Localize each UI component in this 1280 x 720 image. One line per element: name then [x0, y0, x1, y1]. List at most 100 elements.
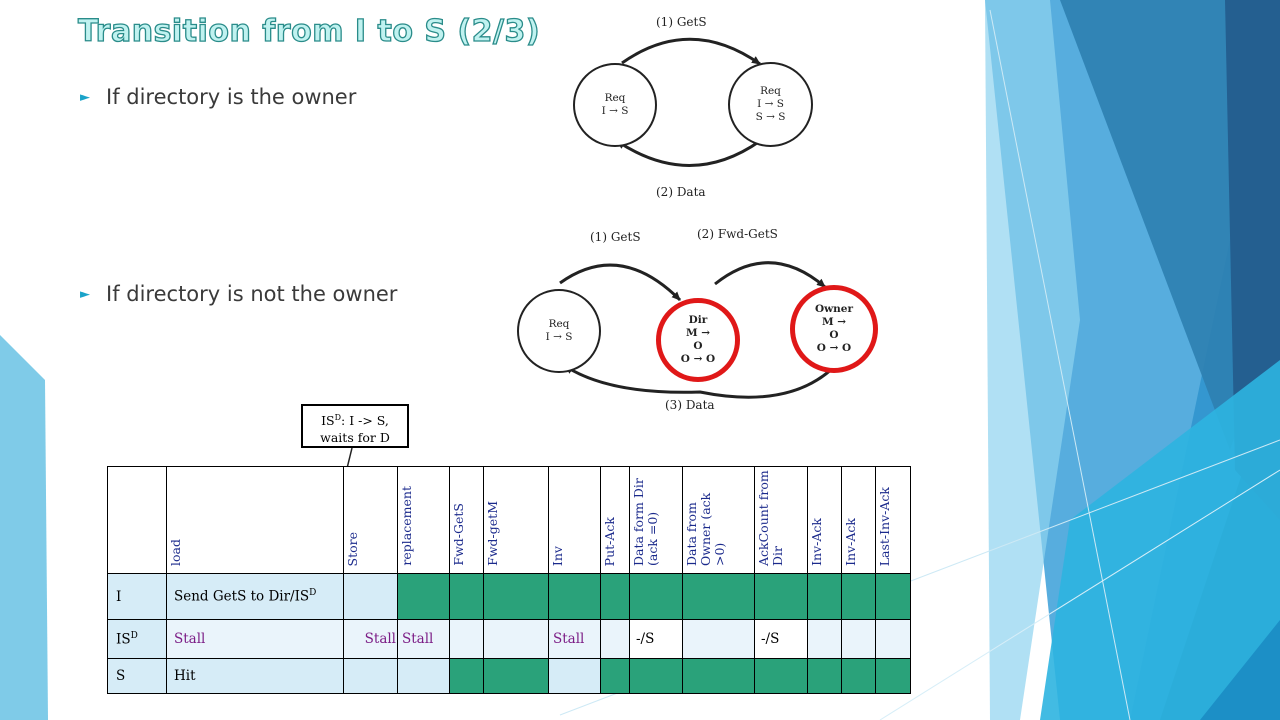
bullet-arrow-icon: ►: [80, 90, 90, 105]
table-header-row: load Store replacement Fwd-GetS Fwd-getM…: [107, 466, 911, 574]
header-store: Store: [343, 466, 398, 574]
cell-I-put-ack: [600, 573, 630, 620]
cell-ISD-put-ack: [600, 619, 630, 659]
cell-S-fwd-getm: [483, 658, 549, 694]
cell-ISD-fwd-getm: [483, 619, 549, 659]
cell-I-data-dir: [629, 573, 683, 620]
header-inv-ack: Inv-Ack: [807, 466, 842, 574]
callout-isd: ISD: I -> S, waits for D: [301, 404, 409, 448]
node-text: S → S: [755, 111, 786, 123]
cell-ISD-replacement: Stall: [397, 619, 450, 659]
cell-I-ackcount: [754, 573, 808, 620]
node-text: O → O: [680, 353, 716, 365]
label-gets-bottom: (1) GetS: [590, 230, 641, 244]
row-label-I: I: [107, 573, 167, 620]
label-fwd-gets: (2) Fwd-GetS: [697, 227, 778, 241]
cell-ISD-data-dir: -/S: [629, 619, 683, 659]
header-load: load: [166, 466, 344, 574]
header-replacement: replacement: [397, 466, 450, 574]
cell-I-inv: [548, 573, 601, 620]
header-last-inv-ack: Last-Inv-Ack: [875, 466, 911, 574]
cell-S-store: [343, 658, 398, 694]
bg-line: [879, 469, 1280, 720]
bullet-arrow-icon: ►: [80, 287, 90, 302]
arrow-gets-bottom: [559, 263, 682, 302]
cell-I-replacement: [397, 573, 450, 620]
header-ackcount: AckCount from Dir: [754, 466, 808, 574]
bg-line: [989, 9, 1131, 720]
cell-S-inv-ack: [807, 658, 842, 694]
cell-ISD-data-owner: [682, 619, 755, 659]
node-text: M →: [821, 316, 847, 328]
state-transition-table: load Store replacement Fwd-GetS Fwd-getM…: [107, 466, 911, 694]
cell-ISD-ackcount: -/S: [754, 619, 808, 659]
node-text: M →: [685, 327, 711, 339]
cell-S-data-owner: [682, 658, 755, 694]
slide-title: Transition from I to S (2/3): [77, 13, 541, 49]
cell-S-inv: [548, 658, 601, 694]
node-text: Dir: [688, 314, 708, 326]
header-put-ack: Put-Ack: [600, 466, 630, 574]
header-data-from-dir: Data form Dir (ack =0): [629, 466, 683, 574]
bg-shape-cyan: [1040, 360, 1280, 720]
cell-S-data-dir: [629, 658, 683, 694]
node-text: I → S: [757, 98, 784, 110]
table-row-S: S Hit: [107, 658, 911, 694]
cell-I-last-inv-ack: [875, 573, 911, 620]
callout-line2: waits for D: [320, 430, 390, 446]
cell-I-inv-ack-2: [841, 573, 876, 620]
node-text: I → S: [601, 105, 629, 117]
node-text: Owner: [814, 303, 854, 315]
cell-I-fwd-getm: [483, 573, 549, 620]
node-text: Req: [604, 92, 626, 104]
cell-I-fwd-gets: [449, 573, 484, 620]
cell-I-data-owner: [682, 573, 755, 620]
table-row-ISD: ISD Stall Stall Stall Stall -/S -/S: [107, 619, 911, 659]
cell-ISD-fwd-gets: [449, 619, 484, 659]
table-row-I: I Send GetS to Dir/ISD: [107, 573, 911, 620]
row-label-ISD: ISD: [107, 619, 167, 659]
callout-state: IS: [321, 413, 335, 429]
bullet-directory-owner: ► If directory is the owner: [80, 85, 356, 109]
bullet-text: If directory is the owner: [106, 85, 357, 109]
callout-line1: ISD: I -> S,: [303, 409, 407, 429]
bg-shape-light: [985, 0, 1080, 720]
cell-S-put-ack: [600, 658, 630, 694]
node-text: O: [693, 340, 703, 352]
row-label-S: S: [107, 658, 167, 694]
cell-S-inv-ack-2: [841, 658, 876, 694]
bg-shape-left: [0, 335, 48, 720]
bg-shape-mid: [1060, 0, 1280, 450]
cell-ISD-inv-ack-2: [841, 619, 876, 659]
cell-I-store: [343, 573, 398, 620]
header-fwd-getm: Fwd-getM: [483, 466, 549, 574]
node-text: Req: [548, 318, 570, 330]
cell-I-inv-ack: [807, 573, 842, 620]
cell-ISD-store: Stall: [343, 619, 398, 659]
header-data-from-owner: Data from Owner (ack >0): [682, 466, 755, 574]
callout-line1-text: : I -> S,: [341, 413, 389, 429]
header-inv: Inv: [548, 466, 601, 574]
bg-shape-bottom: [1200, 620, 1280, 720]
node-text: O → O: [816, 342, 852, 354]
label-data-top: (2) Data: [656, 185, 706, 199]
cell-ISD-load: Stall: [166, 619, 344, 659]
cell-ISD-inv: Stall: [548, 619, 601, 659]
cell-I-load: Send GetS to Dir/ISD: [166, 573, 344, 620]
bullet-text: If directory is not the owner: [106, 282, 398, 306]
header-fwd-gets: Fwd-GetS: [449, 466, 484, 574]
callout-state-sup: D: [334, 413, 342, 422]
cell-S-ackcount: [754, 658, 808, 694]
cell-S-last-inv-ack: [875, 658, 911, 694]
arrow-fwd-gets: [714, 261, 826, 289]
bullet-directory-not-owner: ► If directory is not the owner: [80, 282, 397, 306]
label-data-bottom: (3) Data: [665, 398, 715, 412]
header-empty: [107, 466, 167, 574]
cell-S-load: Hit: [166, 658, 344, 694]
